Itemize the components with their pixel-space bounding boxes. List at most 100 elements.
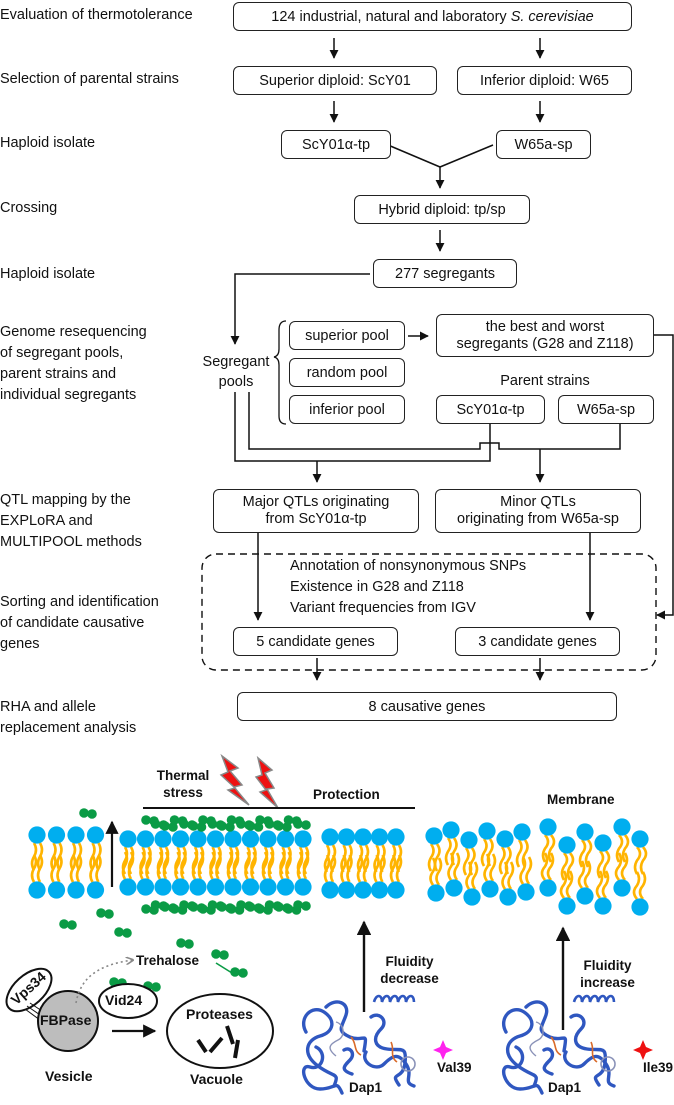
lipid-tail xyxy=(427,843,435,872)
step-label-line: genes xyxy=(0,636,40,652)
lipid-molecule xyxy=(463,861,481,906)
lipid-molecule xyxy=(425,827,443,872)
lipid-head xyxy=(387,881,405,899)
lipid-tail xyxy=(323,854,331,883)
trehalose-molecule xyxy=(79,808,97,819)
lipid-molecule xyxy=(478,822,496,867)
lipid-tail xyxy=(435,857,443,886)
trehalose-synthesis-arrow xyxy=(75,960,133,1004)
box-random-pool: random pool xyxy=(289,358,405,387)
trehalose-molecule xyxy=(143,981,161,992)
box-segregants: 277 segregants xyxy=(373,259,517,288)
trehalose-label: Trehalose xyxy=(136,953,200,968)
step-label-rha: RHA and allele replacement analysis xyxy=(0,697,136,739)
trehalose-molecule xyxy=(176,938,194,949)
lipid-molecule xyxy=(496,830,514,875)
lipid-head xyxy=(189,830,207,848)
trehalose-molecule xyxy=(293,819,311,830)
lipid-tail xyxy=(250,851,257,880)
lipid-tail xyxy=(346,844,353,873)
lipid-head xyxy=(387,828,405,846)
step-label-resequencing: Genome resequencing of segregant pools, … xyxy=(0,322,147,406)
lipid-molecule xyxy=(206,851,225,896)
protein-loop xyxy=(390,1041,398,1063)
lipid-head xyxy=(276,830,295,848)
lipid-molecule xyxy=(321,854,339,899)
step-label-qtl-mapping: QTL mapping by the EXPLoRA and MULTIPOOL… xyxy=(0,490,142,553)
box-line: the best and worst xyxy=(485,318,605,335)
box-superior-pool: superior pool xyxy=(289,321,405,350)
lipid-tail xyxy=(36,854,44,883)
lipid-head xyxy=(136,830,155,848)
lipid-molecule xyxy=(594,834,612,879)
lipid-molecule xyxy=(370,854,389,899)
lipid-head xyxy=(294,830,312,848)
lipid-tail xyxy=(501,861,509,890)
step-label-line: RHA and allele xyxy=(0,699,96,715)
lipid-molecule xyxy=(189,851,207,896)
label-line: decrease xyxy=(380,971,439,986)
lipid-head xyxy=(442,821,460,839)
trehalose-link xyxy=(215,962,233,974)
box-line: Major QTLs originating xyxy=(242,494,390,510)
box-major-qtls: Major QTLs originating from ScY01α-tp xyxy=(213,489,419,533)
lipid-head xyxy=(594,834,612,852)
lipid-tail xyxy=(462,847,470,876)
lipid-molecule xyxy=(259,851,277,896)
lipid-molecule xyxy=(154,830,172,875)
lipid-head xyxy=(539,879,557,897)
lipid-molecule xyxy=(513,823,531,868)
lightning-icon xyxy=(254,755,279,809)
lipid-molecule xyxy=(241,830,260,875)
membrane-label: Membrane xyxy=(547,792,615,807)
box-line: Minor QTLs xyxy=(500,494,576,510)
lipid-molecule xyxy=(259,830,277,875)
lipid-molecule xyxy=(136,830,155,875)
lipid-head xyxy=(463,888,481,906)
lipid-tail xyxy=(521,839,529,868)
lipid-tail xyxy=(395,854,403,883)
lipid-tail xyxy=(465,861,473,890)
box-parent-tp: ScY01α-tp xyxy=(436,395,545,424)
lipid-tail xyxy=(209,851,216,880)
label-line: Fluidity xyxy=(583,958,632,973)
lipid-tail xyxy=(379,854,386,883)
protein-ribbon xyxy=(569,1013,608,1087)
lipid-tail xyxy=(174,851,181,880)
lipid-molecule xyxy=(442,821,460,866)
protein-loop xyxy=(350,1036,362,1056)
lipid-head xyxy=(47,826,66,844)
lipid-tail xyxy=(373,854,380,883)
lipid-head xyxy=(119,830,137,848)
lipid-tail xyxy=(95,854,102,883)
lipid-head xyxy=(337,881,356,899)
lipid-tail xyxy=(525,856,533,885)
lipid-molecule xyxy=(294,851,312,896)
lipid-head xyxy=(354,828,372,846)
lipid-tail xyxy=(519,856,527,885)
box-parent-sp: W65a-sp xyxy=(558,395,654,424)
lipid-molecule xyxy=(241,851,260,896)
proteases-label: Proteases xyxy=(186,1006,253,1022)
dap1-structure-ile39 xyxy=(501,994,616,1095)
box-5-candidate-genes: 5 candidate genes xyxy=(233,627,398,656)
protein-ribbon xyxy=(363,1050,416,1088)
trehalose-molecule xyxy=(114,927,132,938)
protein-ribbon xyxy=(563,1050,616,1088)
lipid-head xyxy=(337,828,356,846)
lipid-molecule xyxy=(47,854,66,899)
lipid-head xyxy=(613,879,631,897)
lipid-tail xyxy=(444,837,452,866)
lipid-tail xyxy=(180,851,187,880)
lipid-tail xyxy=(639,846,648,875)
lipid-tail xyxy=(215,851,222,880)
label-line: Segregant xyxy=(202,354,270,370)
lipid-head xyxy=(513,823,531,841)
fbpase-label: FBPase xyxy=(40,1012,92,1028)
label-line: pools xyxy=(218,374,254,390)
lipid-molecule xyxy=(613,852,631,897)
lipid-tail xyxy=(483,853,491,882)
protein-coil xyxy=(329,1021,344,1057)
lipid-head xyxy=(370,828,389,846)
box-best-worst-segregants: the best and worst segregants (G28 and Z… xyxy=(436,314,654,357)
